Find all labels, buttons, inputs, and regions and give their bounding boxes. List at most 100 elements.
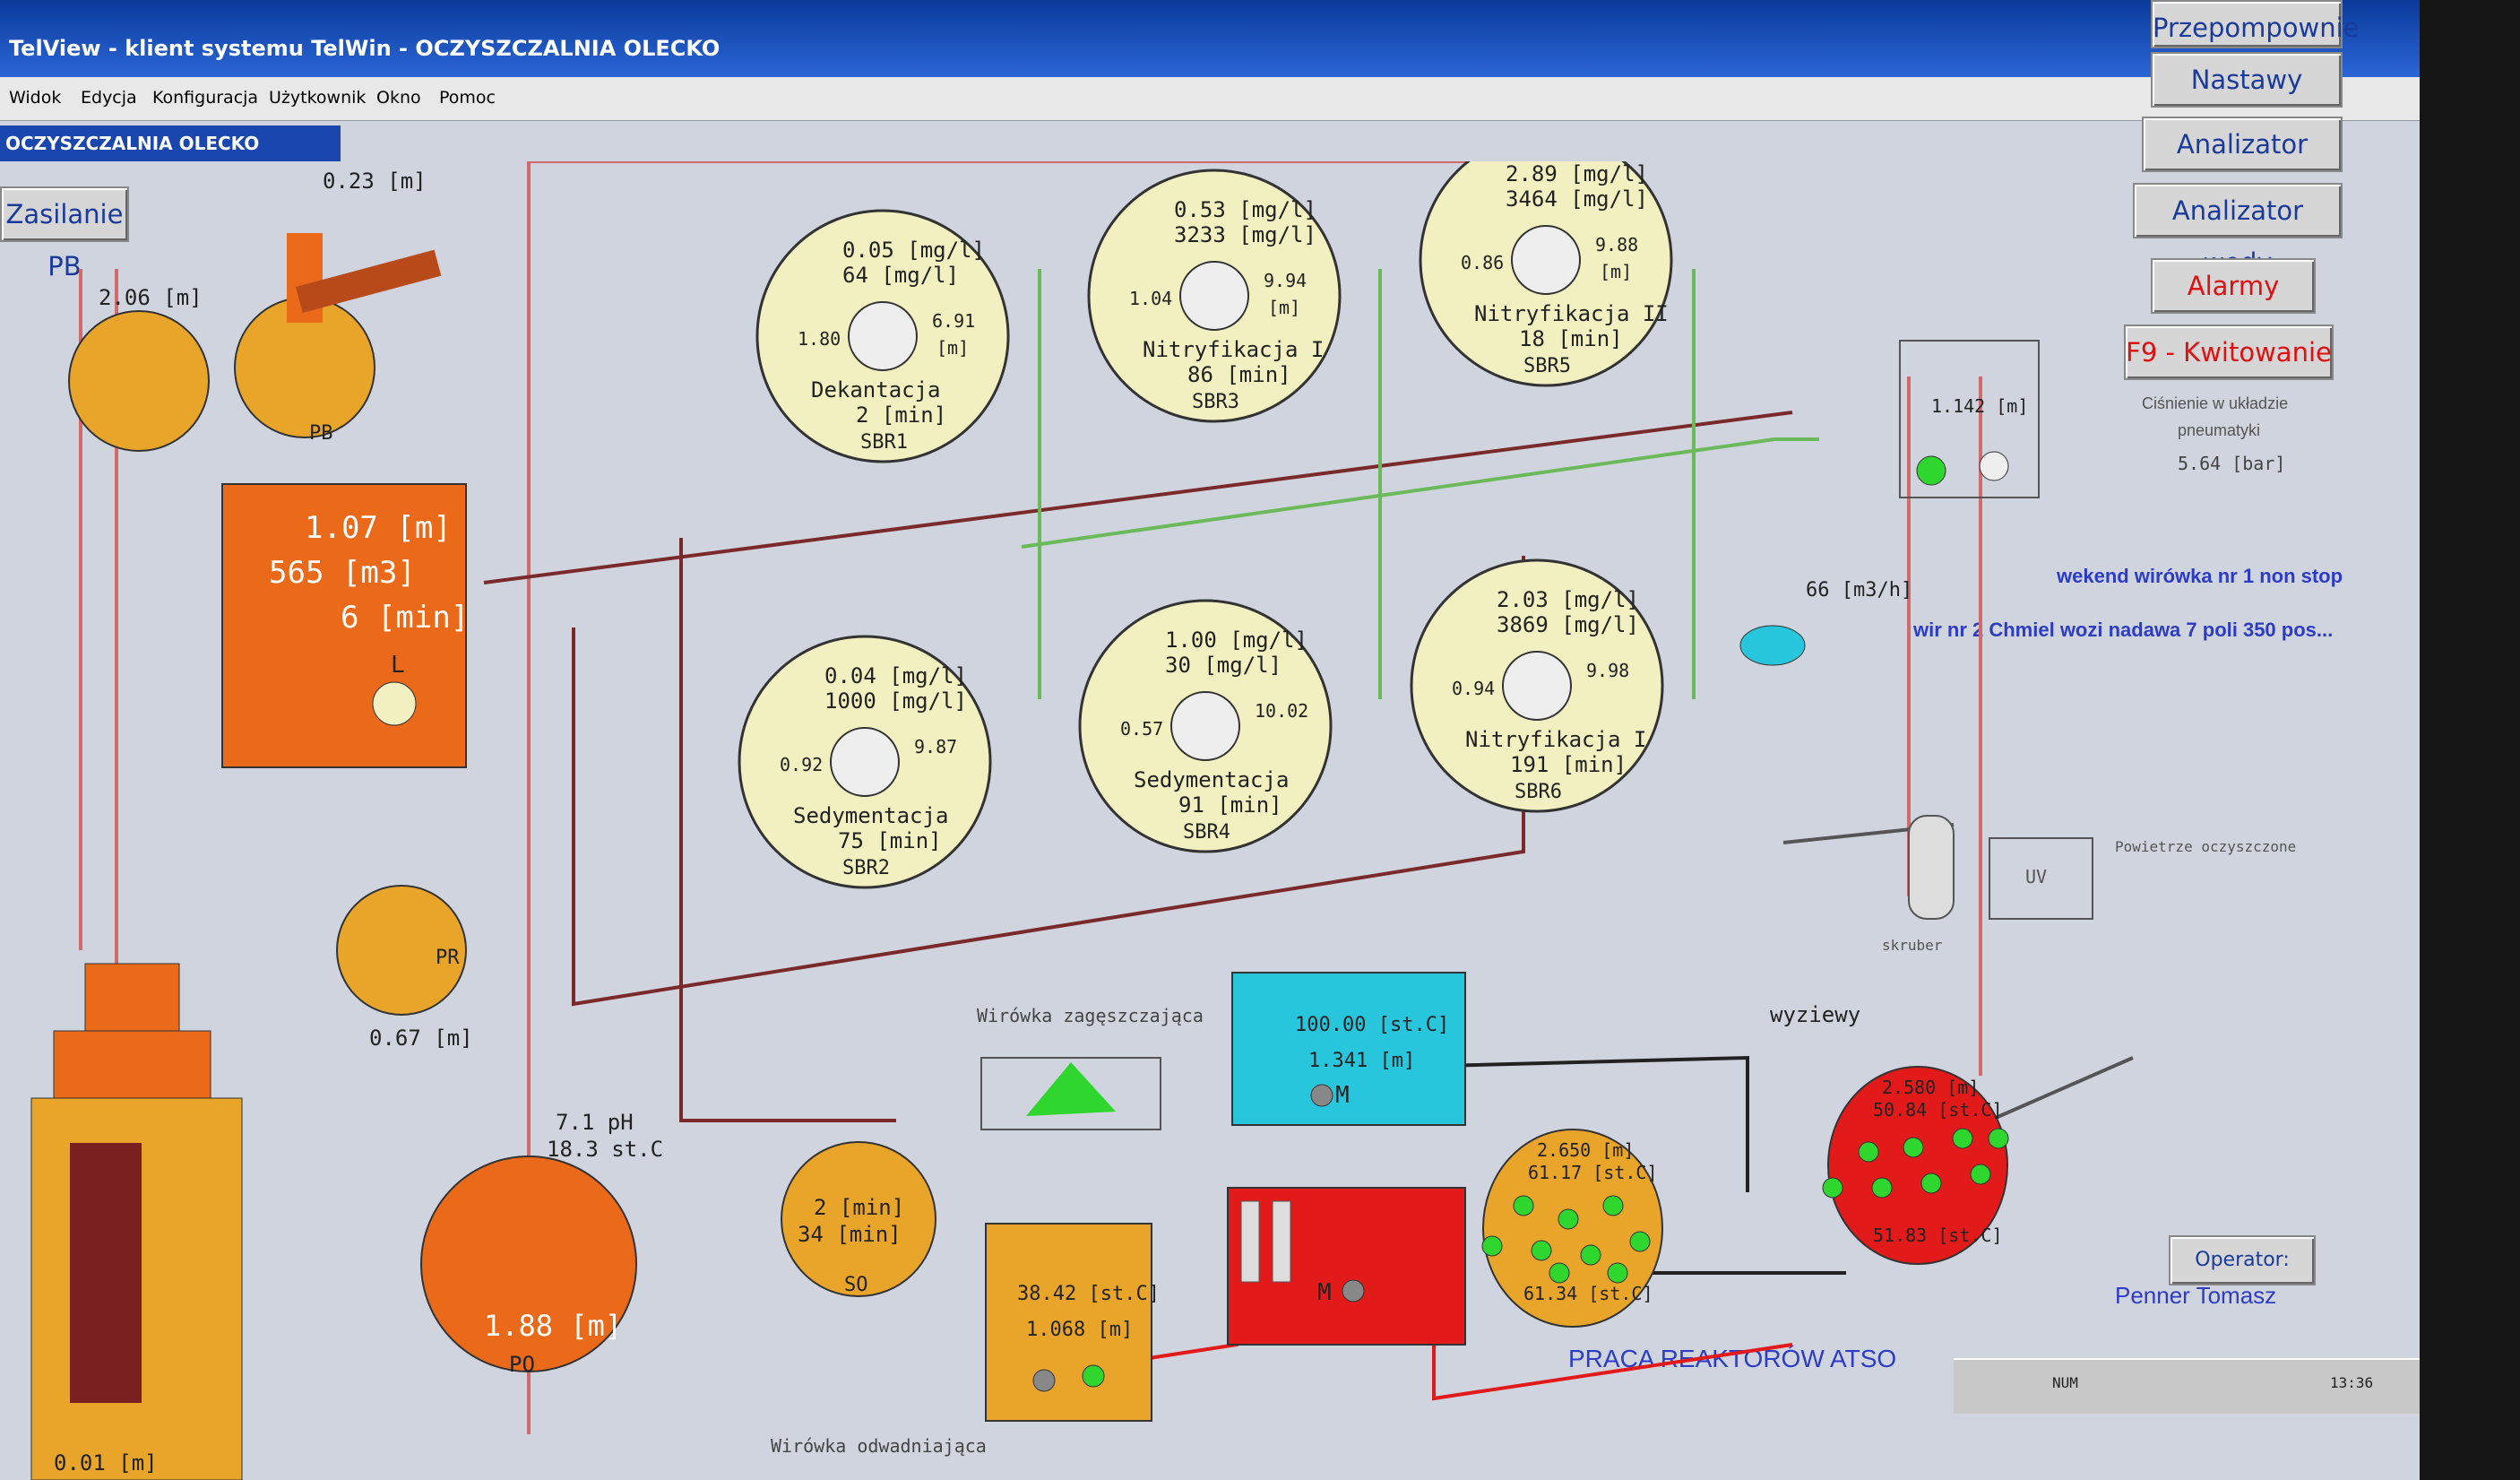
sbr-concentration-2: 3233 [mg/l] xyxy=(1174,222,1316,247)
monitor-bezel xyxy=(2420,0,2520,1480)
sbr-concentration-1: 0.53 [mg/l] xyxy=(1174,197,1316,222)
sludge-tank: 38.42 [st.C] 1.068 [m] xyxy=(985,1223,1160,1422)
pr-tank: PR 0.67 [m] xyxy=(336,885,473,1051)
menu-okno[interactable]: Okno xyxy=(376,88,421,108)
sbr-unit: [m] xyxy=(1600,261,1632,282)
menu-widok[interactable]: Widok xyxy=(9,88,62,108)
retention-time: 6 [min] xyxy=(341,600,469,636)
uv-label: UV xyxy=(2025,866,2047,887)
pressure-label-2: pneumatyki xyxy=(2178,421,2261,439)
sbr-tank-sbr2[interactable]: 0.04 [mg/l]1000 [mg/l]0.929.87Sedymentac… xyxy=(738,635,992,889)
window-title: TelView - klient systemu TelWin - OCZYSZ… xyxy=(9,36,721,61)
taskbar-tray: NUM 13:36 xyxy=(1954,1358,2420,1414)
atso-reactor-1: 2.650 [m] 61.17 [st.C] 61.34 [st.C] xyxy=(1481,1129,1663,1328)
atso1-level: 2.650 [m] xyxy=(1537,1139,1634,1161)
mixer-icon xyxy=(848,301,918,371)
alarmy-button[interactable]: Alarmy xyxy=(2151,258,2316,314)
sbr-name: SBR6 xyxy=(1515,781,1562,803)
num-lock-indicator: NUM xyxy=(2052,1374,2078,1391)
sub-window-title: OCZYSZCZALNIA OLECKO xyxy=(0,125,341,161)
analizator-sieci-button[interactable]: Analizator sieci xyxy=(2142,117,2343,212)
pb-label: PB xyxy=(309,422,333,445)
po-tank: 7.1 pH 18.3 st.C 1.88 [m] PO xyxy=(420,1110,663,1377)
sbr-level-left: 1.04 xyxy=(1129,288,1172,309)
sbr-phase: Nitryfikacja II xyxy=(1474,301,1669,326)
pr-label: PR xyxy=(436,947,460,969)
wirowka-odw-label: Wirówka odwadniająca xyxy=(771,1435,987,1457)
sbr-time: 86 [min] xyxy=(1187,362,1291,387)
sbr-time: 75 [min] xyxy=(838,828,942,853)
atso1-temp1: 61.17 [st.C] xyxy=(1528,1162,1658,1183)
sbr-level-right: 9.98 xyxy=(1586,660,1629,681)
sbr-tank-sbr5[interactable]: 2.89 [mg/l]3464 [mg/l]0.869.88[m]Nitryfi… xyxy=(1419,161,1673,387)
mixer-icon xyxy=(1179,261,1249,331)
sbr-tank-sbr4[interactable]: 1.00 [mg/l]30 [mg/l]0.5710.02Sedymentacj… xyxy=(1078,599,1333,853)
sbr-tank-sbr1[interactable]: 0.05 [mg/l]64 [mg/l] 1.80 6.91 [m] Dekantacj… xyxy=(755,209,1010,463)
zasilanie-pb-button[interactable]: Zasilanie PB xyxy=(0,186,129,281)
po-ph: 7.1 pH xyxy=(556,1110,634,1135)
pb-tank: 0.23 [m] PB 2.06 [m] xyxy=(68,169,442,452)
atso1-temp2: 61.34 [st.C] xyxy=(1523,1283,1653,1304)
retention-mark: L xyxy=(391,652,405,679)
sbr-phase: Dekantacja xyxy=(811,377,941,402)
sbr-concentration-1: 0.04 [mg/l] xyxy=(824,663,967,688)
sbr-level-left: 0.86 xyxy=(1461,252,1504,273)
sbr-unit: [m] xyxy=(1268,297,1300,318)
sbr-time: 191 [min] xyxy=(1510,752,1627,777)
sbr-phase: Nitryfikacja I xyxy=(1465,727,1646,752)
digester: 0.01 [m] xyxy=(30,963,243,1480)
sbr-concentration-2: 3869 [mg/l] xyxy=(1497,612,1639,637)
cyan-temp: 100.00 [st.C] xyxy=(1295,1014,1449,1036)
menu-edycja[interactable]: Edycja xyxy=(81,88,137,108)
nastawy-button[interactable]: Nastawy xyxy=(2151,52,2343,108)
note-1: wekend wirówka nr 1 non stop xyxy=(2057,565,2343,587)
pb-level: 0.23 [m] xyxy=(323,169,427,194)
cyan-m: M xyxy=(1335,1082,1350,1109)
sbr-concentration-1: 2.03 [mg/l] xyxy=(1497,587,1639,612)
reactor-caption: PRACA REAKTORÓW ATSO xyxy=(1568,1345,1897,1372)
sbr-level-right: 6.91 xyxy=(932,310,975,332)
process-diagram: 0.23 [m] PB 2.06 [m] 1.07 [m] 565 [m3] 6… xyxy=(30,161,2296,1480)
mixer-icon xyxy=(830,727,900,797)
sbr-tanks: 0.05 [mg/l]64 [mg/l] 1.80 6.91 [m] Dekantacj… xyxy=(738,161,1673,889)
sbr-phase: Nitryfikacja I xyxy=(1143,337,1324,362)
heater-tank: M xyxy=(1227,1187,1466,1346)
heat-exchanger-box: 100.00 [st.C] 1.341 [m] M xyxy=(1231,972,1466,1126)
sbr-phase: Sedymentacja xyxy=(1134,767,1289,792)
sbr-concentration-2: 30 [mg/l] xyxy=(1165,653,1282,678)
thickening-centrifuge: Wirówka zagęszczająca xyxy=(977,1005,1204,1130)
menu-uzytkownik[interactable]: Użytkownik xyxy=(269,88,367,108)
pressure-label-1: Ciśnienie w układzie xyxy=(2142,394,2289,412)
pump-level: 2.06 [m] xyxy=(99,285,203,310)
title-bar: TelView - klient systemu TelWin - OCZYSZ… xyxy=(0,0,2420,77)
sbr-name: SBR1 xyxy=(860,431,908,454)
po-label: PO xyxy=(509,1352,535,1377)
sbr-level-left: 0.94 xyxy=(1452,678,1495,699)
sbr-level-right: 9.88 xyxy=(1595,234,1638,255)
kwitowanie-button[interactable]: F9 - Kwitowanie xyxy=(2124,325,2334,380)
heater-m: M xyxy=(1317,1279,1332,1306)
sbr-level-left: 0.92 xyxy=(780,754,823,775)
sbr-level-right: 9.94 xyxy=(1264,270,1307,291)
so-label: SO xyxy=(844,1274,868,1296)
so-tank: 2 [min] 34 [min] SO xyxy=(781,1141,936,1297)
przepompownie-button[interactable]: Przepompownie xyxy=(2151,0,2360,48)
sbr-time: 2 [min] xyxy=(856,402,946,428)
sbr-time: 91 [min] xyxy=(1178,792,1282,818)
bottom-left-level: 0.01 [m] xyxy=(54,1450,158,1476)
po-level: 1.88 [m] xyxy=(484,1309,622,1343)
wyziewy-label: wyziewy xyxy=(1770,1002,1860,1027)
sbr-level-left: 1.80 xyxy=(798,328,841,350)
pr-level: 0.67 [m] xyxy=(369,1026,473,1051)
sbr-concentration-1: 0.05 [mg/l] xyxy=(842,238,985,263)
sbr-phase: Sedymentacja xyxy=(793,803,948,828)
sbr-concentration-2: 64 [mg/l] xyxy=(842,263,959,288)
sbr-tank-sbr3[interactable]: 0.53 [mg/l]3233 [mg/l] 1.04 9.94 [m] Nitryfi… xyxy=(1087,169,1342,423)
sbr-tank-sbr6[interactable]: 2.03 [mg/l]3869 [mg/l] 0.94 9.98Nitryfikac… xyxy=(1410,558,1664,813)
menu-pomoc[interactable]: Pomoc xyxy=(439,88,496,108)
wirowka-zag-label: Wirówka zagęszczająca xyxy=(977,1005,1204,1026)
sbr-unit: [m] xyxy=(936,337,969,359)
operator-button[interactable]: Operator: xyxy=(2169,1235,2316,1285)
sbr-level-left: 0.57 xyxy=(1120,718,1163,740)
menu-konfiguracja[interactable]: Konfiguracja xyxy=(152,88,259,108)
